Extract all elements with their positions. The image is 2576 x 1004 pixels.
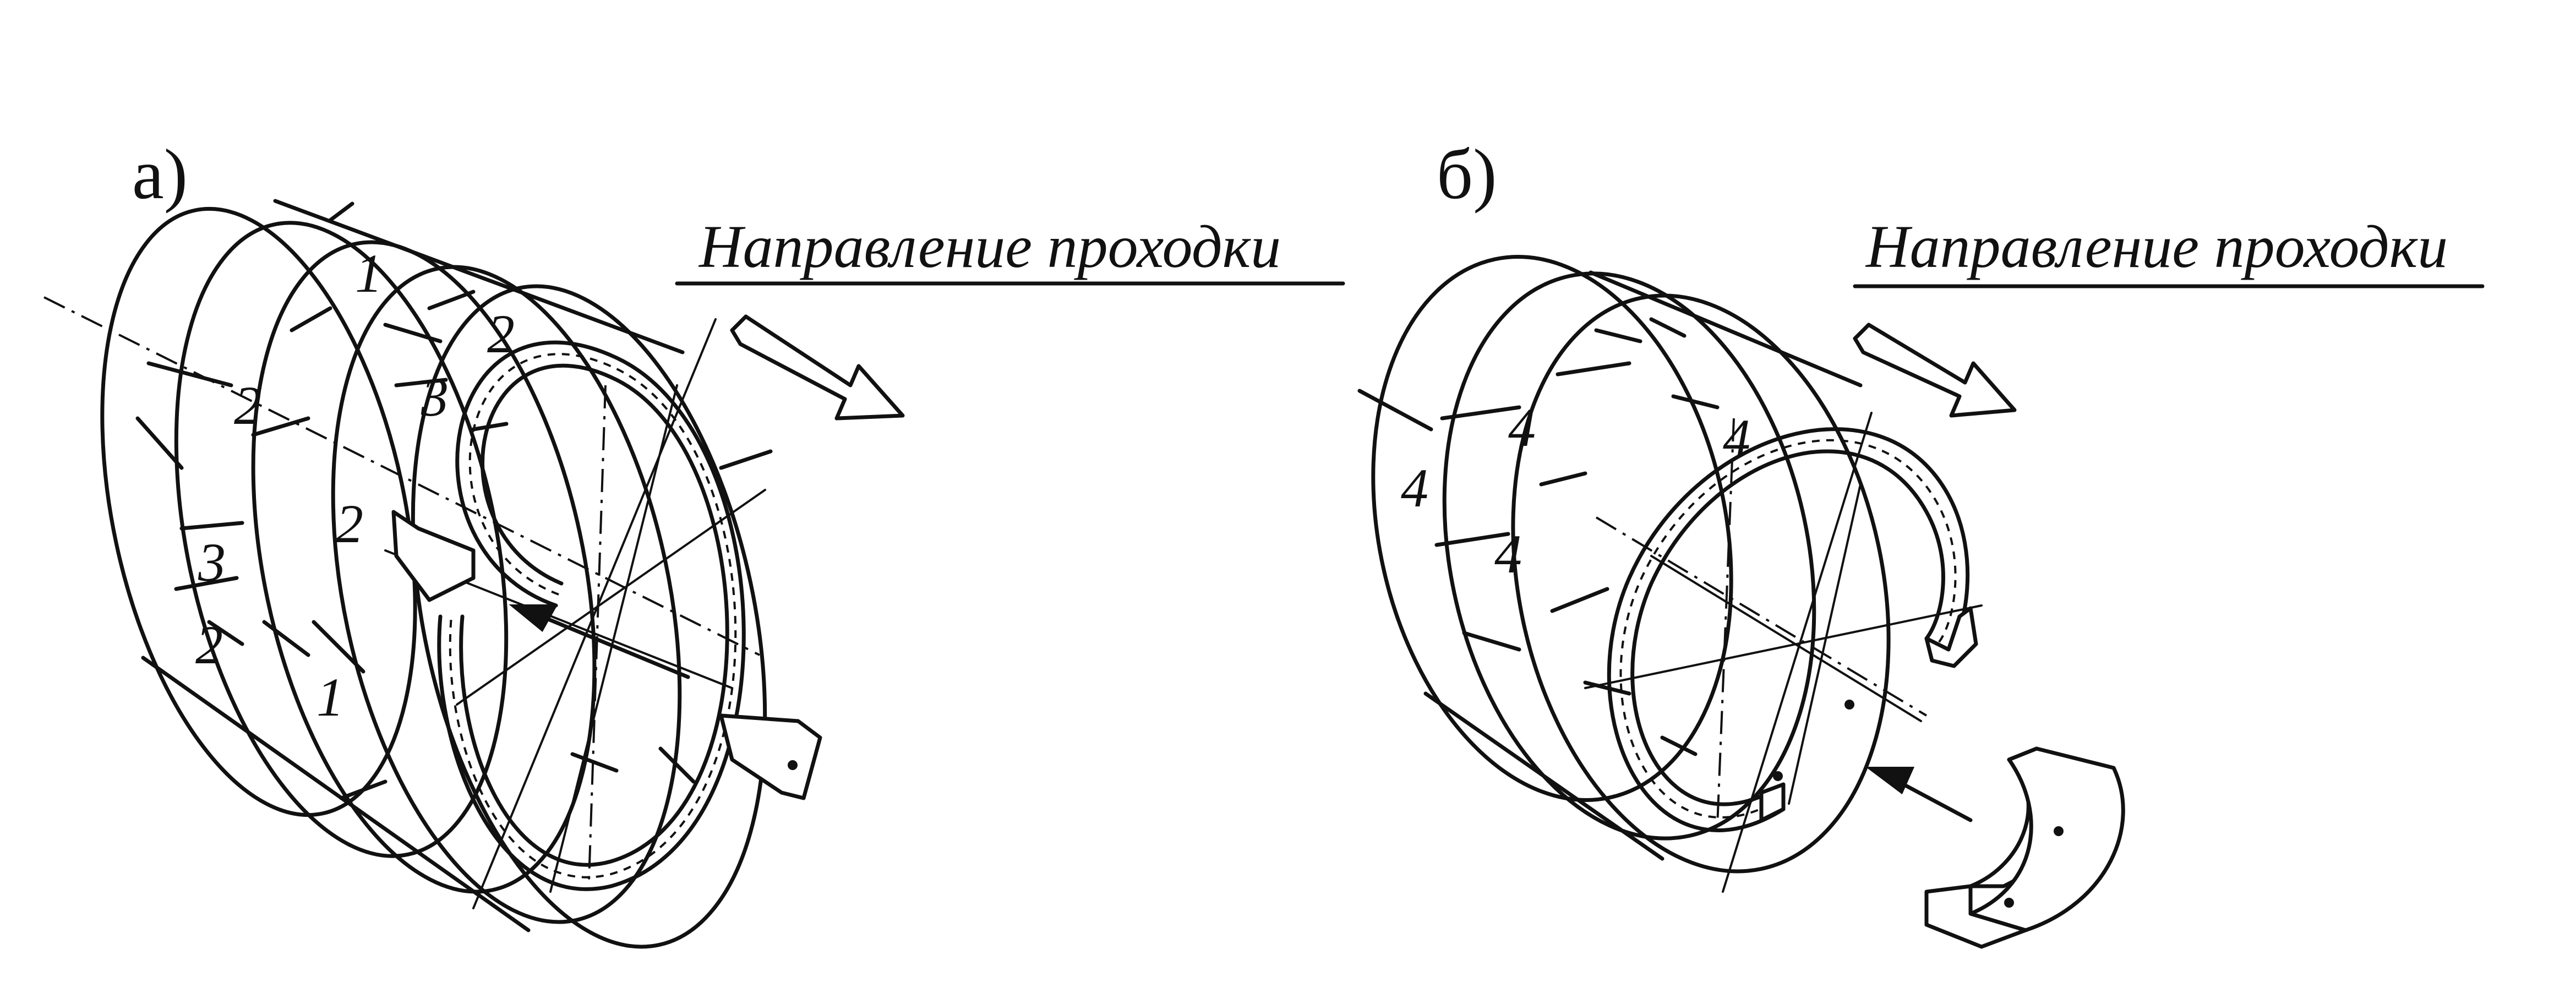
panel-a-direction-arrow-icon xyxy=(730,314,905,421)
panel-b-tunnel-axis xyxy=(1595,516,1928,717)
panel-b-new-segment xyxy=(1924,746,2125,949)
panel-b: б) Направление проходки xyxy=(1357,135,2485,949)
panel-a-ring-5 xyxy=(411,284,767,949)
panel-a-front-ring-outer xyxy=(437,340,746,891)
panel-b-direction: Направление проходки xyxy=(1853,213,2485,418)
panel-b-top-edge xyxy=(1589,270,1863,388)
panel-b-front-ring-dashed xyxy=(1619,439,1957,819)
panel-b-segment-number: 4 xyxy=(1508,397,1536,458)
panel-a-top-edge xyxy=(273,199,685,354)
panel-a-label: а) xyxy=(132,135,188,214)
panel-b-segment-number: 4 xyxy=(1723,408,1750,469)
panel-b-ring-end-cap xyxy=(1924,606,1978,668)
panel-b-ring-end-cap xyxy=(1759,782,1786,822)
panel-a-direction-text: Направление проходки xyxy=(698,213,1281,280)
panel-a-segment-number: 2 xyxy=(336,493,363,554)
panel-b-front-ring-outer xyxy=(1607,427,1970,832)
panel-b-erector-lines xyxy=(1584,412,1983,893)
panel-b-lining: 4 4 4 4 xyxy=(1371,255,2125,949)
panel-b-segment-number: 4 xyxy=(1401,457,1428,519)
panel-a-direction: Направление проходки xyxy=(675,213,1345,421)
panel-a-segment-number: 1 xyxy=(316,667,344,728)
panel-b-label: б) xyxy=(1437,135,1497,214)
panel-b-front-ring xyxy=(1607,427,1978,832)
panel-a-bottom-edge xyxy=(141,656,531,932)
panel-a-segment-number: 2 xyxy=(487,303,515,364)
panel-a-ring-1 xyxy=(100,206,417,817)
panel-a-placement-arrow-icon xyxy=(509,604,690,679)
panel-a: а) Направление проходки xyxy=(43,135,1345,949)
panel-b-tunnel-axis-left xyxy=(1357,389,1433,432)
panel-b-ring-2 xyxy=(1442,271,1816,841)
panel-b-ring-1 xyxy=(1371,255,1733,802)
panel-a-segment-number: 2 xyxy=(234,375,261,436)
panel-a-segment-number: 1 xyxy=(355,243,383,304)
panel-b-ring-bolt-holes xyxy=(1773,700,1854,781)
panel-b-front-ring-inner xyxy=(1630,449,1945,806)
panel-b-segment-number: 4 xyxy=(1494,523,1522,585)
panel-a-segment-joints xyxy=(135,201,773,800)
panel-a-ring-2 xyxy=(174,221,509,858)
panel-b-segment-joints xyxy=(1434,317,1720,756)
panel-b-bottom-edge xyxy=(1423,691,1664,861)
panel-a-lining: 1 2 2 3 2 3 2 1 xyxy=(100,199,822,949)
panel-a-front-ring-dashed xyxy=(449,353,737,878)
panel-b-placement-arrow-icon xyxy=(1865,767,1973,822)
panel-a-segment-number: 3 xyxy=(198,532,226,593)
panel-a-wedge-block xyxy=(391,510,476,602)
panel-b-ring-3 xyxy=(1511,293,1891,874)
panel-b-direction-arrow-icon xyxy=(1853,323,2017,418)
panel-a-tunnel-axis xyxy=(43,296,760,656)
panel-b-direction-text: Направление проходки xyxy=(1865,213,2448,280)
panel-a-segment-number: 3 xyxy=(421,367,449,428)
panel-a-ring-3 xyxy=(251,240,597,894)
panel-a-segment-number: 2 xyxy=(195,614,223,675)
panel-a-key-segment xyxy=(719,713,822,800)
